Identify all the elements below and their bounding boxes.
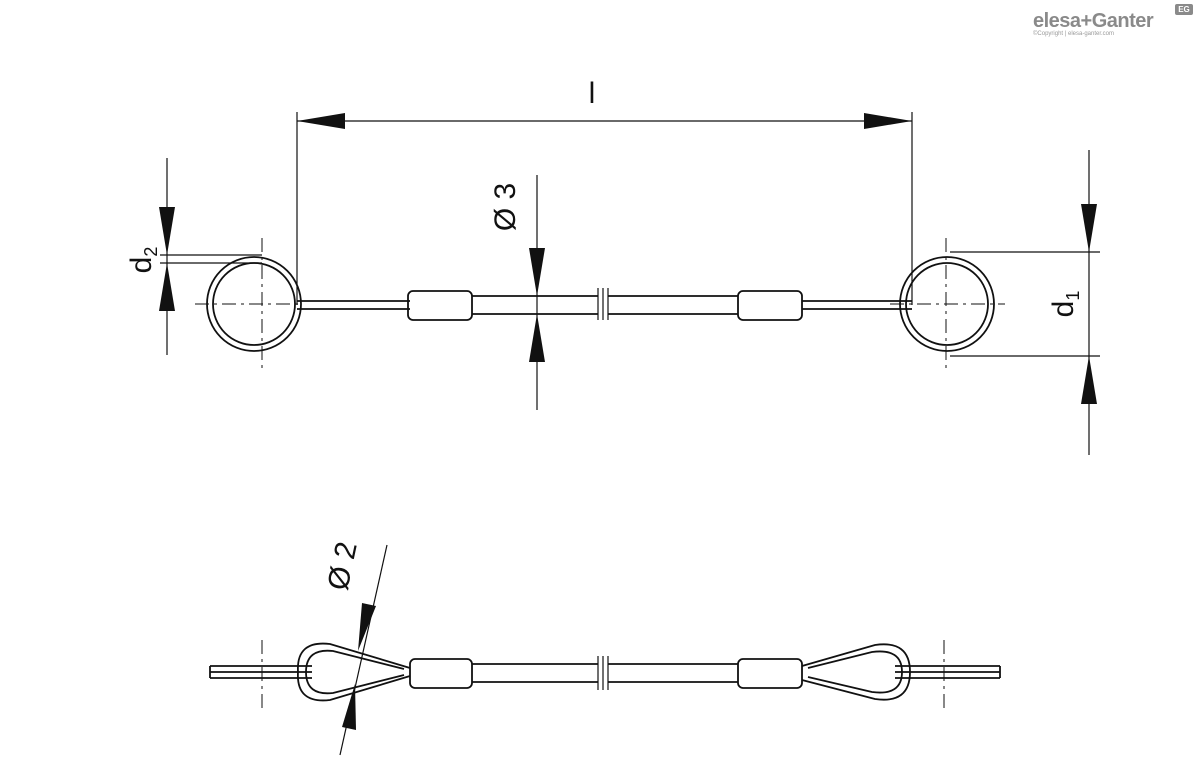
wire-bottom-left-section — [472, 656, 604, 690]
left-ring — [195, 238, 302, 372]
wire-diameter-label: Ø 3 — [489, 183, 522, 231]
ferrule-right — [737, 290, 803, 321]
wire-left-section — [297, 288, 604, 321]
ferrule-bottom-left — [409, 658, 473, 689]
length-label: l — [589, 77, 596, 110]
d2-dimension: d2 — [125, 158, 262, 355]
left-eyelet — [297, 642, 411, 702]
right-ring-edge — [895, 640, 1001, 708]
right-ring — [890, 238, 1005, 372]
d1-label-sub: 1 — [1063, 291, 1083, 301]
svg-text:d1: d1 — [1047, 291, 1083, 318]
svg-text:d2: d2 — [125, 247, 161, 274]
eyelet-diameter-dimension: Ø 2 — [322, 539, 388, 756]
d2-label-sub: 2 — [141, 247, 161, 257]
d1-dimension: d1 — [950, 150, 1100, 455]
brand-logo: elesa+Ganter ©Copyright | elesa-ganter.c… — [1033, 4, 1193, 44]
d2-label-base: d — [125, 257, 158, 274]
top-view: l — [125, 77, 1100, 455]
ferrule-bottom-right — [737, 658, 803, 689]
bottom-view: Ø 2 — [209, 539, 1001, 756]
ferrule-left — [407, 290, 473, 321]
right-eyelet — [801, 643, 911, 701]
left-ring-edge — [209, 640, 312, 708]
eyelet-diameter-label: Ø 2 — [322, 539, 364, 593]
brand-badge: EG — [1175, 4, 1193, 15]
wire-right-section — [607, 288, 912, 321]
length-dimension: l — [296, 77, 913, 305]
wire-bottom-right-section — [607, 656, 738, 690]
brand-copyright: ©Copyright | elesa-ganter.com — [1033, 31, 1115, 37]
d1-label-base: d — [1047, 301, 1080, 318]
brand-name: elesa+Ganter — [1033, 10, 1154, 32]
wire-diameter-dimension: Ø 3 — [489, 175, 545, 410]
